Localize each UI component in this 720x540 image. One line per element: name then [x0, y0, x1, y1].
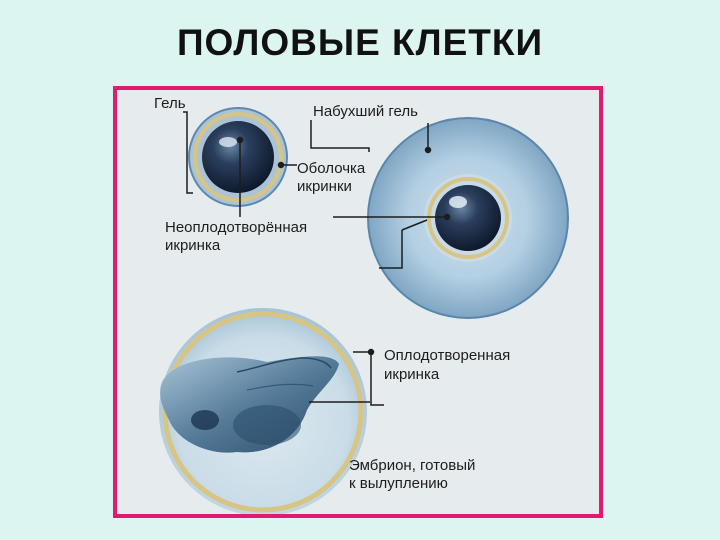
- leader-lines: [183, 111, 451, 406]
- embryo-egg: [159, 308, 367, 514]
- label-embryo-line1: Эмбрион, готовый: [349, 457, 475, 474]
- label-unfertilized-line1: Неоплодотворённая: [165, 219, 307, 236]
- label-embryo-line2: к вылуплению: [349, 475, 448, 492]
- page-title: ПОЛОВЫЕ КЛЕТКИ: [176, 22, 544, 63]
- label-fertilized-line2: икринка: [384, 366, 440, 383]
- egg-diagram: Гель Набухший гель Оболочка икринки Неоп…: [154, 95, 569, 514]
- label-unfertilized-line2: икринка: [165, 237, 221, 254]
- diagram-panel: Гель Набухший гель Оболочка икринки Неоп…: [113, 86, 603, 518]
- label-egg-membrane-line2: икринки: [297, 178, 352, 195]
- label-gel: Гель: [154, 95, 186, 112]
- label-swollen-gel: Набухший гель: [313, 103, 418, 120]
- label-egg-membrane-line1: Оболочка: [297, 160, 366, 177]
- fertilized-egg: [367, 117, 569, 319]
- unfertilized-egg: [188, 107, 288, 207]
- label-fertilized-line1: Оплодотворенная: [384, 347, 510, 364]
